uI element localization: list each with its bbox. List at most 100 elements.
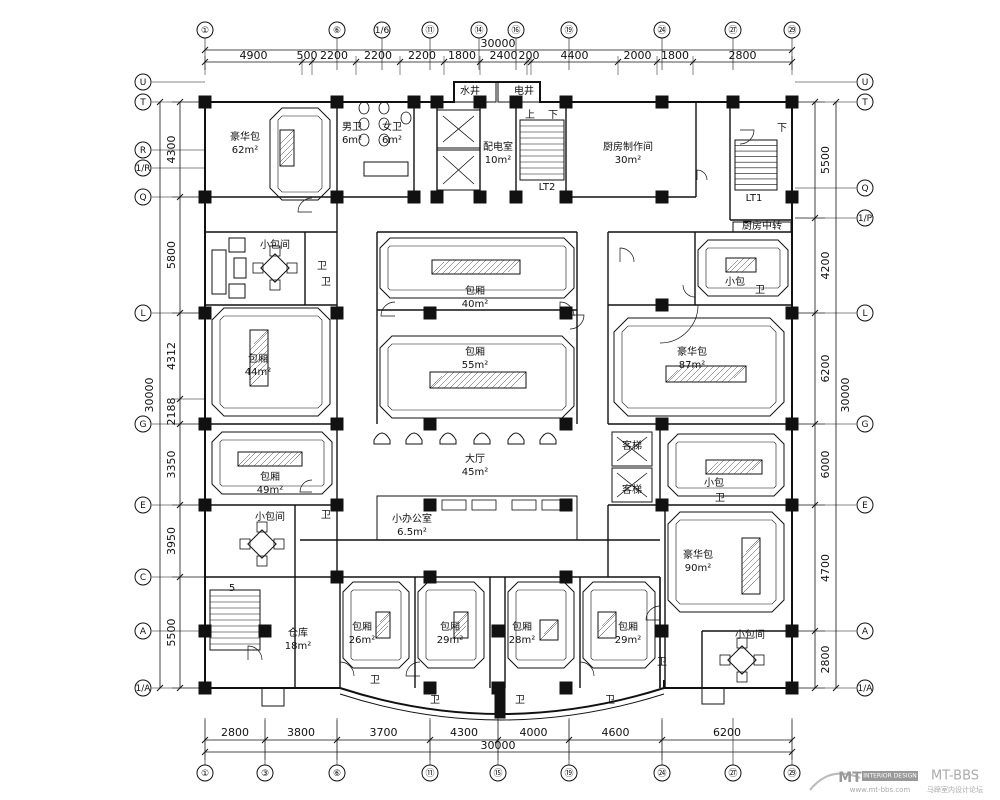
sofa-outline-r19-inner [350,589,402,661]
structural-column [258,624,272,638]
table-hatch [497,371,515,389]
dim-top-seg: 4900 [240,49,268,62]
structural-column [655,624,669,638]
columns [198,95,799,695]
table-hatch [453,259,469,275]
table-r7 [431,259,521,275]
axis-bubble-left [134,568,152,586]
sofa-outline-r8-inner [219,315,323,409]
table-hatch [485,371,503,389]
table-hatch [279,147,295,163]
sofa-outline-r12-inner [219,439,325,487]
wc-label: 卫 [515,695,525,706]
structural-column [473,190,487,204]
table-hatch [679,365,697,383]
dim-bottom-seg: 3700 [370,726,398,739]
structural-column [655,95,669,109]
watermark-cn: 马蹄室内设计论坛 [927,785,983,794]
room-name-r3: 女卫 [382,120,402,133]
structural-column [655,417,669,431]
room-area-r4: 10m² [485,155,511,166]
axis-bubble-top [724,21,742,39]
sofa-outline-r20 [417,581,485,669]
sofa-outline-r12 [211,431,333,495]
toilet-fixture [400,111,412,125]
axis-bubble-left [134,141,152,159]
structural-column [559,681,573,695]
table-hatch [249,361,269,381]
door-swing [339,661,355,677]
axis-bubble-top [470,21,488,39]
table-hatch [295,451,303,459]
room-name-r10: 小包 [725,275,745,288]
table-hatch [477,259,493,275]
table-hatch [465,259,481,275]
table-hatch [259,451,275,467]
table-hatch [489,259,505,275]
dim-tick [832,684,840,692]
elevator-shaft [436,109,481,149]
sofa-outline-r19 [342,581,410,669]
hall-chair [373,432,391,445]
room-name-r5: 厨房制作间 [603,140,653,153]
dim-left-seg: 4300 [165,136,178,164]
axis-bubble-left [134,679,152,697]
table-hatch [725,259,739,273]
table-hatch [375,625,389,639]
axis-bubble-left-text: E [140,501,146,511]
table-hatch [279,141,295,157]
table-hatch [521,371,527,377]
table-hatch [279,153,293,167]
table-hatch [513,259,521,267]
dim-top-seg: 1800 [448,49,476,62]
axis-bubble-top [373,21,391,39]
dim-bottom-seg: 4000 [520,726,548,739]
lt1-label: LT1 [746,193,763,204]
axis-bubble-right-text: L [862,309,867,319]
axis-bubble-top [783,21,801,39]
hall-counter [376,495,578,541]
structural-column [330,498,344,512]
table-hatch [453,613,469,629]
table-hatch [249,343,269,363]
structural-column [559,190,573,204]
structural-column [330,570,344,584]
door-swing [405,661,421,677]
table-hatch [467,371,485,389]
hall-chair [507,432,525,445]
axis-bubble-right [856,73,874,91]
stair-up-label: 上 [525,109,535,121]
room-area-r17: 90m² [685,563,711,574]
counter-item [511,499,537,511]
axis-bubble-left-text: U [140,78,147,88]
axis-bubble-bottom-text: ㉙ [787,768,796,779]
room-name-r22: 包厢 [618,620,638,633]
chair [286,262,298,274]
axis-bubble-left-text: Q [139,193,146,203]
axis-bubble-left [134,304,152,322]
axis-bubble-bottom-text: ⑪ [425,768,434,779]
armchair [228,283,246,299]
axis-bubble-right-text: 1/A [858,684,874,694]
axis-bubble-bottom [653,764,671,782]
table-hatch [291,129,295,133]
dim-left-total: 30000 [143,378,156,413]
stair-down-label: 下 [548,110,558,121]
axis-bubble-top [196,21,214,39]
table-hatch [461,371,479,389]
room-name-r17: 豪华包 [683,548,713,561]
table-r11 [665,365,747,383]
axis-bubble-left-text: 1/A [136,684,152,694]
wc-label: 卫 [321,277,331,288]
wash-basin [363,161,409,177]
structural-column [198,498,212,512]
dim-right-seg: 4700 [819,554,832,582]
axis-bubble-bottom-text: ① [201,769,209,779]
axis-bubble-right [856,622,874,640]
axis-bubble-top-text: ① [201,26,209,36]
entrance-step [261,687,285,707]
room-name-r19: 包厢 [352,620,372,633]
toilet-fixture [378,133,390,147]
table-hatch [715,459,731,475]
dim-tick [201,46,209,54]
